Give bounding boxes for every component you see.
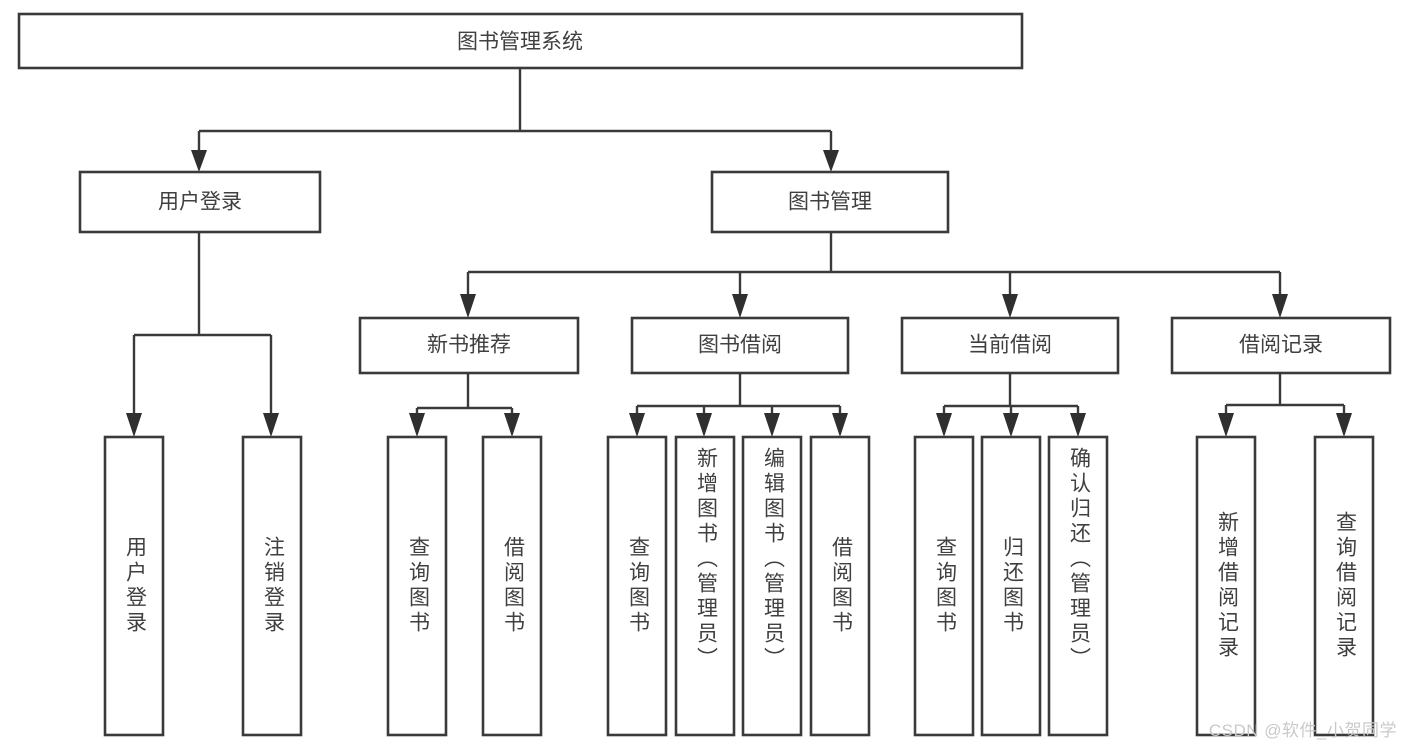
leaf-box-edit-book[interactable] bbox=[741, 435, 803, 737]
connector-group-root bbox=[191, 68, 839, 172]
csdn-watermark: CSDN @软件_小贺同学 bbox=[1208, 721, 1397, 740]
leaf-box-borrow-book-2[interactable] bbox=[809, 435, 871, 737]
node-root-label: 图书管理系统 bbox=[457, 31, 583, 54]
arrow-head-borrow-record bbox=[1272, 294, 1288, 318]
leaf-box-return-book[interactable] bbox=[980, 435, 1042, 737]
node-new-book-recommend[interactable]: 新书推荐 bbox=[358, 316, 580, 375]
arrow-head-leaf-borrow-book-1 bbox=[504, 413, 520, 437]
connector-group-borrow-record bbox=[1218, 373, 1352, 437]
connector-group-book-borrow bbox=[629, 373, 848, 437]
node-book-manage-box[interactable] bbox=[710, 170, 950, 234]
node-user-login[interactable]: 用户登录 bbox=[78, 170, 322, 234]
node-root[interactable]: 图书管理系统 bbox=[17, 12, 1024, 70]
arrow-head-book-borrow bbox=[732, 294, 748, 318]
connector-group-book-manage bbox=[460, 232, 1288, 318]
arrow-head-leaf-logout-login bbox=[263, 413, 279, 437]
node-borrow-record-box[interactable] bbox=[1170, 316, 1392, 375]
leaf-box-add-book[interactable] bbox=[674, 435, 736, 737]
arrow-head-leaf-user-login bbox=[126, 413, 142, 437]
node-new-book-recommend-label: 新书推荐 bbox=[427, 334, 511, 357]
leaf-box-user-login[interactable] bbox=[103, 435, 165, 737]
arrow-head-new-book-recommend bbox=[460, 294, 476, 318]
node-book-manage[interactable]: 图书管理 bbox=[710, 170, 950, 234]
node-book-manage-label: 图书管理 bbox=[788, 191, 872, 214]
node-user-login-label: 用户登录 bbox=[158, 191, 242, 214]
node-book-borrow-label: 图书借阅 bbox=[698, 334, 782, 357]
node-borrow-record-label: 借阅记录 bbox=[1239, 334, 1323, 357]
leaf-box-logout-login[interactable] bbox=[241, 435, 303, 737]
node-book-borrow-box[interactable] bbox=[630, 316, 850, 375]
arrow-head-leaf-borrow-book-2 bbox=[832, 413, 848, 437]
leaf-box-confirm-return[interactable] bbox=[1047, 435, 1109, 737]
arrow-head-leaf-return-book bbox=[1003, 413, 1019, 437]
arrow-head-leaf-confirm-return bbox=[1070, 413, 1086, 437]
arrow-head-leaf-query-book-2 bbox=[629, 413, 645, 437]
arrow-head-leaf-query-record bbox=[1336, 413, 1352, 437]
node-borrow-record[interactable]: 借阅记录 bbox=[1170, 316, 1392, 375]
node-current-borrow[interactable]: 当前借阅 bbox=[900, 316, 1120, 375]
arrow-head-leaf-query-book-3 bbox=[936, 413, 952, 437]
node-user-login-box[interactable] bbox=[78, 170, 322, 234]
connector-group-user-login bbox=[126, 232, 279, 437]
arrow-head-leaf-query-book-1 bbox=[409, 413, 425, 437]
node-new-book-recommend-box[interactable] bbox=[358, 316, 580, 375]
arrow-head-leaf-add-record bbox=[1218, 413, 1234, 437]
leaf-box-borrow-book-1[interactable] bbox=[481, 435, 543, 737]
arrow-head-leaf-edit-book bbox=[764, 413, 780, 437]
node-current-borrow-box[interactable] bbox=[900, 316, 1120, 375]
arrow-head-current-borrow bbox=[1002, 294, 1018, 318]
leaf-box-add-record[interactable] bbox=[1195, 435, 1257, 737]
connector-group-current-borrow bbox=[936, 373, 1086, 437]
leaf-box-query-book-2[interactable] bbox=[606, 435, 668, 737]
arrow-head-user-login bbox=[191, 150, 207, 172]
leaf-box-query-book-3[interactable] bbox=[913, 435, 975, 737]
leaf-box-query-record[interactable] bbox=[1313, 435, 1375, 737]
arrow-head-book-manage bbox=[823, 150, 839, 172]
node-current-borrow-label: 当前借阅 bbox=[968, 334, 1052, 357]
node-root-box[interactable] bbox=[17, 12, 1024, 70]
connector-group-new-book-recommend bbox=[409, 373, 520, 437]
arrow-head-leaf-add-book bbox=[696, 413, 712, 437]
node-book-borrow[interactable]: 图书借阅 bbox=[630, 316, 850, 375]
leaf-box-query-book-1[interactable] bbox=[386, 435, 448, 737]
